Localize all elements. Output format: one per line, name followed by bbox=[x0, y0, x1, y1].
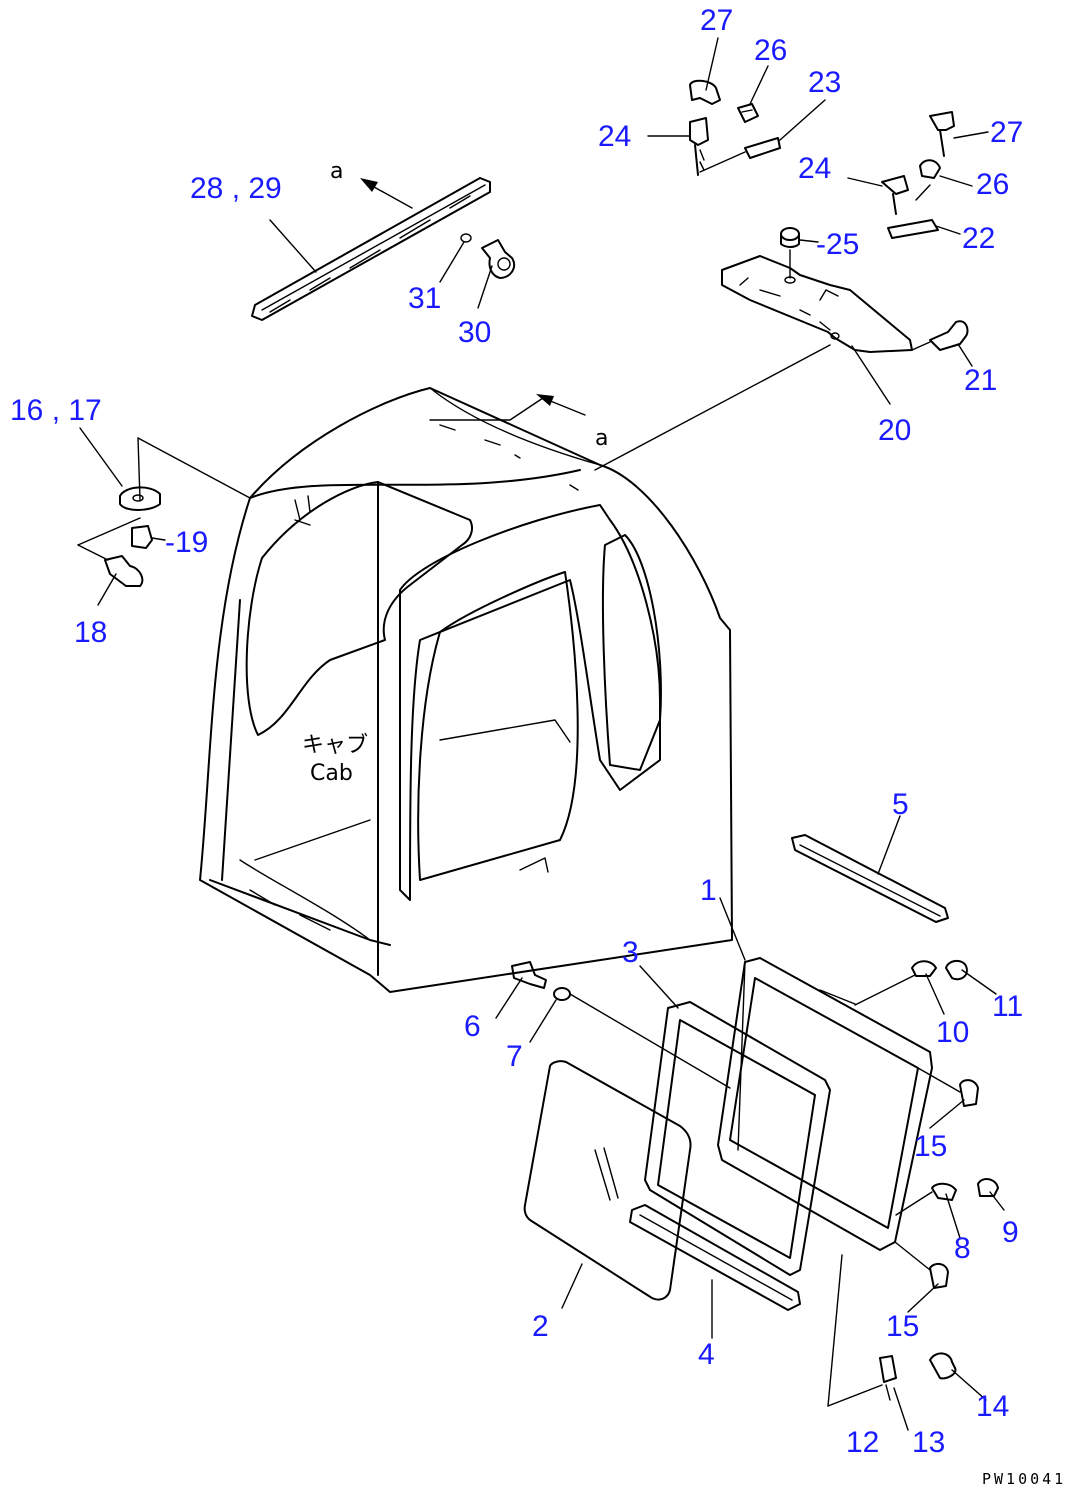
view-arrow-a-lower: a bbox=[536, 394, 608, 451]
view-marker-a-upper: a bbox=[330, 159, 343, 184]
callout-26-lower: 26 bbox=[976, 168, 1009, 201]
callout-4: 4 bbox=[698, 1338, 715, 1371]
screw-part-9 bbox=[977, 1178, 999, 1197]
callout-20: 20 bbox=[878, 414, 911, 447]
cab-label-en: Cab bbox=[310, 761, 353, 786]
washer-part-7 bbox=[553, 987, 731, 1089]
callout-21: 21 bbox=[964, 364, 997, 397]
callout-28-29: 28 , 29 bbox=[190, 172, 282, 205]
bolt-part-14 bbox=[929, 1352, 957, 1380]
plate-part-23 bbox=[699, 137, 781, 173]
callout-14: 14 bbox=[976, 1390, 1009, 1423]
callout-11: 11 bbox=[992, 990, 1023, 1023]
callout-22: 22 bbox=[962, 222, 995, 255]
callout-15-lower: 15 bbox=[886, 1310, 919, 1343]
bolt-part-27-lower bbox=[929, 111, 955, 157]
bolt-part-18 bbox=[104, 555, 144, 587]
callout-5: 5 bbox=[892, 788, 909, 821]
callout-26-upper: 26 bbox=[754, 34, 787, 67]
callout-16-17: 16 , 17 bbox=[10, 394, 102, 427]
leader-lines bbox=[79, 37, 1005, 1431]
clip-part-8 bbox=[895, 1182, 957, 1216]
callout-labels: 27 26 23 24 27 24 26 28 , 29 22 -25 31 3… bbox=[10, 4, 1023, 1459]
roof-bracket-part bbox=[721, 255, 913, 353]
bolt-part-6 bbox=[511, 961, 547, 989]
callout-1: 1 bbox=[700, 874, 717, 907]
knob-part-15-upper bbox=[917, 1067, 979, 1107]
clamp-part-27-upper bbox=[689, 79, 721, 105]
callout-30: 30 bbox=[458, 316, 491, 349]
nut-part-19 bbox=[131, 525, 153, 549]
callout-3: 3 bbox=[622, 936, 639, 969]
view-marker-a-lower: a bbox=[595, 426, 608, 451]
glass-part-2 bbox=[523, 1060, 692, 1301]
clip-part-12 bbox=[879, 1355, 897, 1401]
cap-part-25 bbox=[780, 227, 800, 279]
callout-15-upper: 15 bbox=[914, 1130, 947, 1163]
bolt-part-24-lower bbox=[881, 175, 909, 215]
callout-25: -25 bbox=[816, 228, 859, 261]
callout-31: 31 bbox=[408, 282, 441, 315]
clip-part-26-upper bbox=[737, 103, 759, 123]
bolt-part-21 bbox=[911, 320, 969, 351]
cab-body bbox=[199, 387, 733, 993]
window-frame-part-1 bbox=[717, 957, 933, 1251]
rail-part-4 bbox=[629, 1204, 801, 1311]
callout-24-lower: 24 bbox=[798, 152, 831, 185]
callout-2: 2 bbox=[532, 1310, 549, 1343]
washer-part-31 bbox=[460, 233, 472, 243]
bracket-part-16-17 bbox=[119, 486, 161, 511]
callout-10: 10 bbox=[936, 1016, 969, 1049]
callout-23: 23 bbox=[808, 66, 841, 99]
callout-6: 6 bbox=[464, 1010, 481, 1043]
callout-12: 12 bbox=[846, 1426, 879, 1459]
callout-18: 18 bbox=[74, 616, 107, 649]
callout-9: 9 bbox=[1002, 1216, 1019, 1249]
clip-part-26-lower bbox=[915, 159, 941, 201]
wiper-arm-part bbox=[251, 177, 491, 321]
drawing-code: PW10041 bbox=[982, 1470, 1066, 1488]
callout-7: 7 bbox=[506, 1040, 523, 1073]
rail-part-5 bbox=[791, 834, 949, 923]
callout-13: 13 bbox=[912, 1426, 945, 1459]
callout-8: 8 bbox=[954, 1232, 971, 1265]
callout-19: -19 bbox=[165, 526, 208, 559]
cab-label-jp: キャブ bbox=[302, 733, 368, 758]
callout-27-upper: 27 bbox=[700, 4, 733, 37]
callout-24-upper: 24 bbox=[598, 120, 631, 153]
screw-part-11 bbox=[945, 960, 968, 981]
seal-part-3 bbox=[644, 1001, 831, 1276]
strap-part-22 bbox=[887, 219, 939, 239]
clip-part-10 bbox=[911, 960, 937, 977]
bolt-part-24-upper bbox=[689, 117, 709, 176]
bolt-part-30 bbox=[481, 239, 516, 279]
view-arrow-a-upper: a bbox=[330, 159, 413, 209]
callout-27-lower: 27 bbox=[990, 116, 1023, 149]
knob-part-15-lower bbox=[894, 1241, 949, 1289]
